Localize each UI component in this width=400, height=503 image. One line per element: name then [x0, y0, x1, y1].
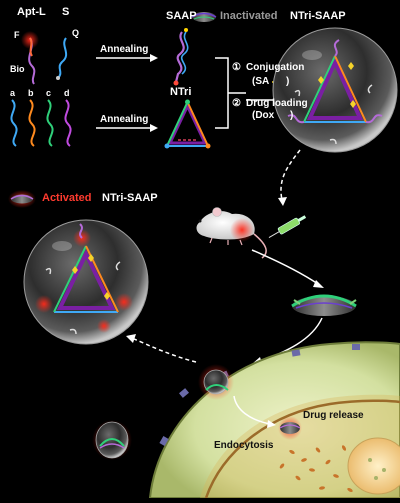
s-strand [56, 37, 68, 80]
inactivated-word: Inactivated [220, 10, 278, 22]
saap-strand [173, 28, 189, 86]
step1-close: ) [286, 76, 290, 87]
strand-a-label: a [10, 88, 16, 98]
apt-l-strand [21, 31, 39, 85]
inactivated-nanoparticle [272, 27, 398, 153]
step2-number: ② [232, 98, 241, 109]
mouse-illustration [196, 207, 267, 259]
step2-close: ) [290, 110, 294, 121]
apt-l-label: Apt-L [17, 6, 46, 18]
syringe-icon [268, 215, 307, 238]
approaching-particle [92, 420, 132, 460]
inactivated-legend-icon [191, 12, 217, 22]
strand-d [64, 99, 72, 147]
dashed-arrow-to-activated [126, 334, 197, 363]
q-label: Q [72, 28, 80, 38]
saap-label: SAAP [166, 10, 197, 22]
endocytosis-arrow [233, 395, 276, 428]
activated-nanoparticle [23, 219, 149, 345]
activated-word: Activated [42, 192, 92, 204]
ntri-label: NTri [170, 86, 192, 98]
drug-release-label: Drug release [303, 410, 364, 421]
endosome [278, 416, 302, 440]
binding-particle [198, 364, 234, 400]
strand-b [28, 99, 36, 147]
annealing-arrow-1 [96, 54, 158, 62]
activated-name: NTri-SAAP [102, 192, 158, 204]
step2-sub: (Dox [252, 110, 275, 121]
ntri-triangle [164, 99, 211, 149]
strand-b-label: b [28, 88, 34, 98]
strand-d-label: d [64, 88, 70, 98]
inactivated-name: NTri-SAAP [290, 10, 346, 22]
s-label: S [62, 6, 70, 18]
dox-molecules [279, 445, 353, 493]
step2-text: Drug loading [246, 98, 308, 109]
cell [148, 341, 400, 499]
arrow-mouse-to-disk [251, 249, 324, 288]
strand-c [46, 99, 54, 147]
dashed-arrow-to-mouse [278, 149, 301, 206]
f-label: F [14, 30, 20, 40]
endocytosis-label: Endocytosis [214, 440, 274, 451]
circulating-particle [291, 294, 357, 316]
annealing-arrow-2 [96, 124, 158, 132]
step1-number: ① [232, 62, 241, 73]
strand-c-label: c [46, 88, 52, 98]
annealing-label-1: Annealing [100, 44, 149, 55]
strand-a [10, 99, 18, 147]
step1-sub: (SA [252, 76, 270, 87]
annealing-label-2: Annealing [100, 114, 149, 125]
step1-text: Conjugation [246, 62, 305, 73]
activated-legend-icon [8, 190, 36, 208]
bio-label: Bio [10, 64, 25, 74]
